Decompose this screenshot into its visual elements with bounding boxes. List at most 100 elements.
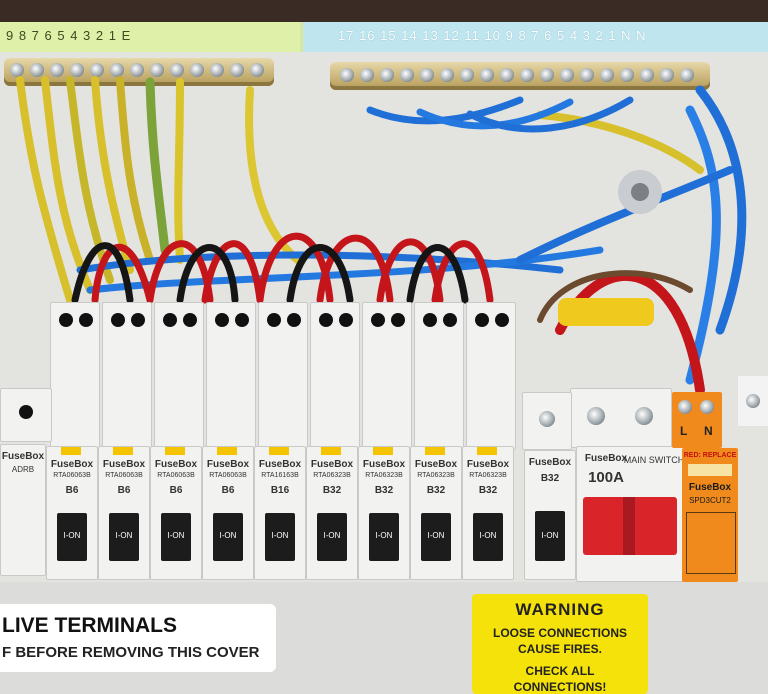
breaker-model: RTA06063B <box>157 472 195 479</box>
spd-terminal-l: L <box>680 424 688 438</box>
breaker-upper-housing <box>154 302 204 450</box>
breaker-toggle[interactable]: I-ON <box>421 513 451 561</box>
breaker-toggle[interactable]: I-ON <box>317 513 347 561</box>
breaker-test-flag <box>165 447 185 455</box>
breaker-test-flag <box>269 447 289 455</box>
earth-busbar-screw <box>230 63 244 77</box>
neutral-busbar-screw <box>620 68 634 82</box>
breaker-test-flag <box>61 447 81 455</box>
extra-breaker-switch-label: I-ON <box>541 531 559 540</box>
brown-wire <box>537 270 693 323</box>
main-switch-terminals <box>570 388 672 448</box>
breaker-upper-housing <box>102 302 152 450</box>
breaker-test-flag <box>113 447 133 455</box>
terminal-screw <box>635 407 653 425</box>
breaker-toggle[interactable]: I-ON <box>369 513 399 561</box>
earth-wire <box>41 76 94 294</box>
terminal-screw <box>111 313 125 327</box>
breaker-toggle[interactable]: I-ON <box>109 513 139 561</box>
breaker-test-flag <box>217 447 237 455</box>
breaker-toggle[interactable]: I-ON <box>213 513 243 561</box>
terminal-screw <box>423 313 437 327</box>
black-wire <box>286 244 354 304</box>
warning-label: WARNING LOOSE CONNECTIONS CAUSE FIRES. C… <box>472 594 648 694</box>
neutral-busbar-screw <box>560 68 574 82</box>
earth-busbar-screw <box>190 63 204 77</box>
main-switch-rating: 100A <box>588 469 624 486</box>
terminal-screw <box>183 313 197 327</box>
live-terminals-title: LIVE TERMINALS <box>2 614 178 637</box>
neutral-wire <box>695 85 747 335</box>
breaker-toggle[interactable]: I-ON <box>57 513 87 561</box>
neutral-busbar-screw <box>400 68 414 82</box>
breaker-brand: FuseBox <box>258 459 302 470</box>
breaker-rating: B6 <box>65 485 79 496</box>
main-switch-brand: FuseBox <box>584 453 628 464</box>
breaker-switch-label: I-ON <box>479 531 497 540</box>
breaker-brand: FuseBox <box>206 459 250 470</box>
breaker-toggle[interactable]: I-ON <box>161 513 191 561</box>
neutral-busbar-screw <box>580 68 594 82</box>
neutral-busbar-screw <box>340 68 354 82</box>
breaker-rating: B32 <box>426 485 446 496</box>
neutral-busbar-screw <box>540 68 554 82</box>
neutral-busbar-screw <box>520 68 534 82</box>
terminal-screw <box>79 313 93 327</box>
neutral-busbar-screw <box>480 68 494 82</box>
earth-busbar-screw <box>50 63 64 77</box>
breaker-brand: FuseBox <box>414 459 458 470</box>
breaker-brand: FuseBox <box>50 459 94 470</box>
neutral-busbar-screw <box>600 68 614 82</box>
neutral-wire <box>516 166 734 264</box>
terminal-screw <box>391 313 405 327</box>
terminal-screw <box>539 411 555 427</box>
live-wire <box>555 271 705 395</box>
spd-spec-table <box>686 512 736 574</box>
breaker-model: RTA06323B <box>469 472 507 479</box>
neutral-busbar-screw <box>680 68 694 82</box>
warning-line-4: CONNECTIONS! <box>513 680 607 694</box>
live-wire <box>431 240 494 304</box>
main-switch-handle[interactable] <box>583 497 677 555</box>
left-terminal-block <box>0 388 52 442</box>
breaker-rating: B6 <box>221 485 235 496</box>
warning-line-2: CAUSE FIRES. <box>517 642 602 656</box>
breaker-test-flag <box>321 447 341 455</box>
neutral-busbar-screw <box>640 68 654 82</box>
breaker-test-flag <box>373 447 393 455</box>
extra-breaker-terminal <box>522 392 572 450</box>
live-wire <box>146 240 214 304</box>
earth-wire <box>116 76 154 264</box>
left-device-model: ADRB <box>11 465 35 474</box>
terminal-screw <box>163 313 177 327</box>
terminal-screw <box>678 400 692 414</box>
extra-breaker-toggle[interactable]: I-ON <box>535 511 565 561</box>
earth-busbar-screw <box>70 63 84 77</box>
neutral-busbar-screw <box>460 68 474 82</box>
neutral-busbar-screw <box>500 68 514 82</box>
breaker-model: RTA16163B <box>261 472 299 479</box>
breaker-toggle[interactable]: I-ON <box>473 513 503 561</box>
neutral-busbar-screw <box>420 68 434 82</box>
extra-breaker: FuseBox B32 I-ON <box>524 450 576 580</box>
breaker-switch-label: I-ON <box>167 531 185 540</box>
terminal-screw <box>287 313 301 327</box>
breaker-rating: B32 <box>322 485 342 496</box>
mounting-screw-head <box>631 183 649 201</box>
neutral-wire <box>685 105 721 385</box>
earth-busbar-screw <box>110 63 124 77</box>
breaker-model: RTA06063B <box>209 472 247 479</box>
terminal-screw <box>371 313 385 327</box>
breaker-rating: B32 <box>478 485 498 496</box>
earth-busbar-screw <box>10 63 24 77</box>
extra-breaker-rating: B32 <box>540 473 560 484</box>
breaker-toggle[interactable]: I-ON <box>265 513 295 561</box>
breaker-upper-housing <box>258 302 308 450</box>
